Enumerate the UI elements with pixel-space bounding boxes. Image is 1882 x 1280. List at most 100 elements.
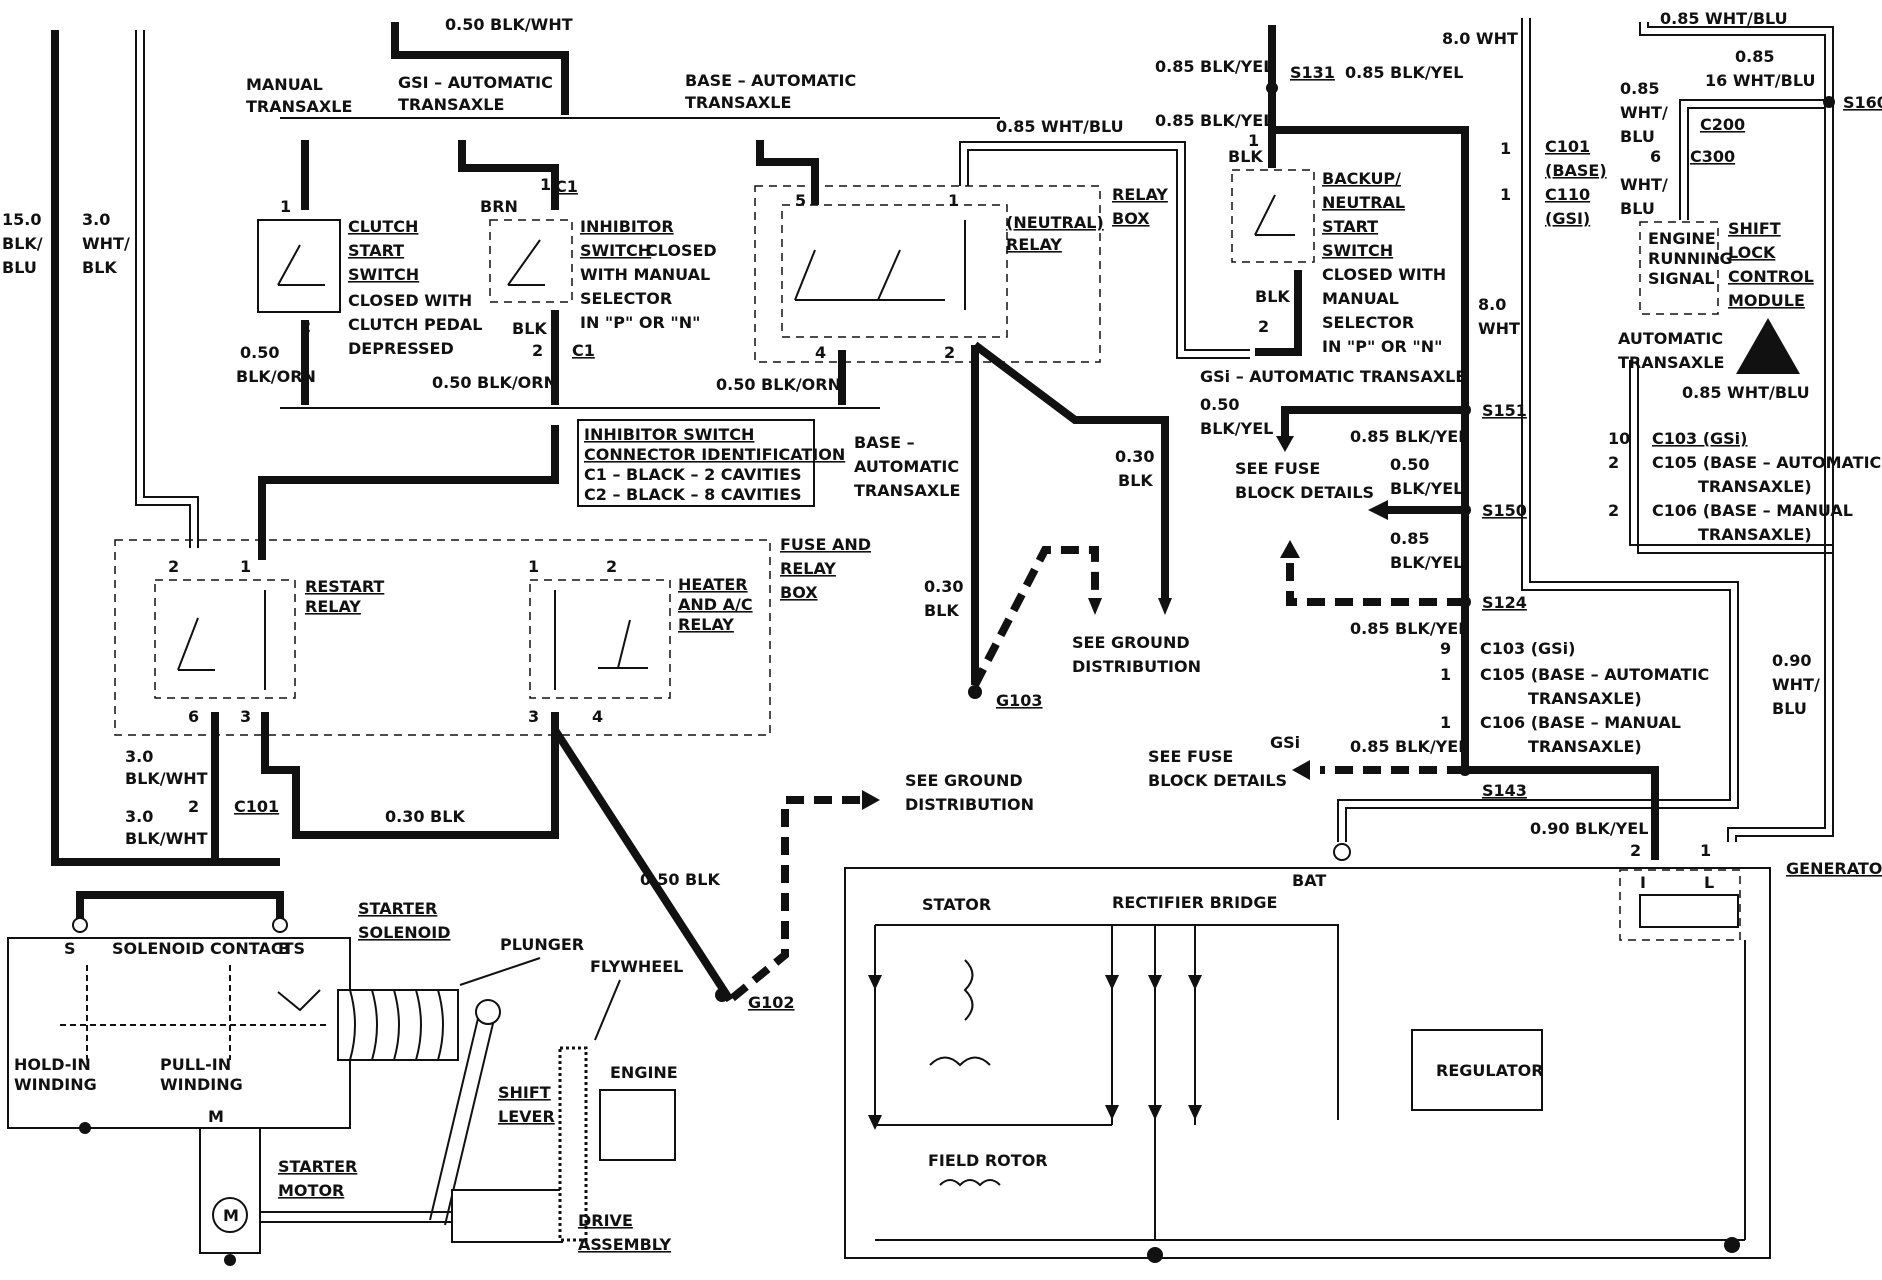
- terminal-m-label: M: [208, 1107, 224, 1126]
- pin-label: 5: [795, 191, 806, 210]
- terminal-s-label: S: [64, 939, 76, 958]
- pin-label: 1: [280, 197, 291, 216]
- label-085-blk-yel-b: 0.85 BLK/YEL: [1345, 63, 1463, 82]
- label-field-rotor: FIELD ROTOR: [928, 1151, 1048, 1170]
- pin-label: 4: [592, 707, 603, 726]
- label-085-blk-yel-e: 0.85 BLK/YEL: [1350, 427, 1468, 446]
- c103-gsi-label: C103 (GSi): [1480, 639, 1575, 658]
- label-085-blk-yel-f: 0.85 BLK/YEL: [1350, 619, 1468, 638]
- pin-label: 3: [240, 707, 251, 726]
- pin-label: 1: [528, 557, 539, 576]
- c103-gsi-2-label: C103 (GSi): [1652, 429, 1747, 448]
- splice-s131: [1266, 82, 1278, 94]
- c300-label: C300: [1690, 147, 1735, 166]
- heater-ac-relay: [529, 579, 671, 699]
- label-wht-blu-6: WHT/BLU: [1620, 175, 1668, 218]
- flywheel-pointer: [594, 979, 621, 1041]
- pin-label: 4: [815, 343, 826, 362]
- wire-inhibitor: [458, 140, 559, 405]
- starter-motor-housing: [199, 1127, 261, 1254]
- label-neutral-relay: (NEUTRAL)RELAY: [1006, 213, 1104, 254]
- solenoid-contact-icon: [277, 989, 321, 1012]
- pin-label: 1: [540, 175, 551, 194]
- ground-icon: [715, 988, 729, 1002]
- pin-label: 1: [1500, 139, 1511, 158]
- wire-050-blk-wht: [391, 22, 569, 115]
- wire-085-wht-blu: [959, 141, 1250, 359]
- terminal-s: [72, 917, 88, 933]
- fuse-relay-box: [114, 539, 771, 736]
- ground-icon: [79, 1122, 91, 1134]
- wire-090-blk-yel: [1465, 766, 1659, 860]
- shift-lock-module: [1639, 221, 1719, 315]
- wire-to-fuse-box: [258, 425, 559, 560]
- label-8-wht: 8.0 WHT: [1442, 29, 1518, 48]
- brn-label: BRN: [480, 197, 518, 216]
- pin-label: 1: [1440, 665, 1451, 684]
- c1-label: C1: [572, 341, 595, 360]
- pin-label: 6: [188, 707, 199, 726]
- generator-housing: [844, 867, 1771, 1259]
- neutral-relay: [781, 204, 1008, 338]
- inhibitor-contact: [507, 239, 545, 286]
- blk-label: BLK: [1228, 147, 1263, 166]
- neutral-relay-contacts: [794, 249, 945, 301]
- pin-label: 1: [948, 191, 959, 210]
- arrow-icon: [1368, 500, 1388, 520]
- wire-3-wht-blk: [135, 30, 199, 548]
- label-generator: GENERATOR: [1786, 859, 1882, 878]
- s124-label: S124: [1482, 593, 1527, 612]
- starter-motor-icon: [212, 1197, 248, 1233]
- c200-label: C200: [1700, 115, 1745, 134]
- label-050-blk-wht: 0.50 BLK/WHT: [445, 15, 573, 34]
- wire-8-wht: [1337, 18, 1739, 842]
- g102-label: G102: [748, 993, 795, 1012]
- label-bat: BAT: [1292, 871, 1326, 890]
- relay-box: [754, 185, 1101, 363]
- label-flywheel: FLYWHEEL: [590, 957, 683, 976]
- pin-label: 1: [1248, 131, 1259, 150]
- ground-icon: [224, 1254, 236, 1266]
- terminal-i-label: I: [1640, 873, 1646, 892]
- clutch-switch-contact: [277, 244, 325, 286]
- terminal-b: [272, 917, 288, 933]
- label-inhibitor-closed: CLOSED: [646, 241, 717, 260]
- pin-label: 2: [1608, 453, 1619, 472]
- label-gsi-auto-transaxle: GSi – AUTOMATIC TRANSAXLE: [1200, 367, 1466, 386]
- regulator: [1411, 1029, 1543, 1111]
- pin-label: 1: [240, 557, 251, 576]
- shift-lever-pivot: [475, 999, 501, 1025]
- ground-icon: [968, 685, 982, 699]
- restart-relay: [154, 579, 296, 699]
- engine-block: [599, 1089, 676, 1161]
- drive-assembly: [451, 1189, 563, 1243]
